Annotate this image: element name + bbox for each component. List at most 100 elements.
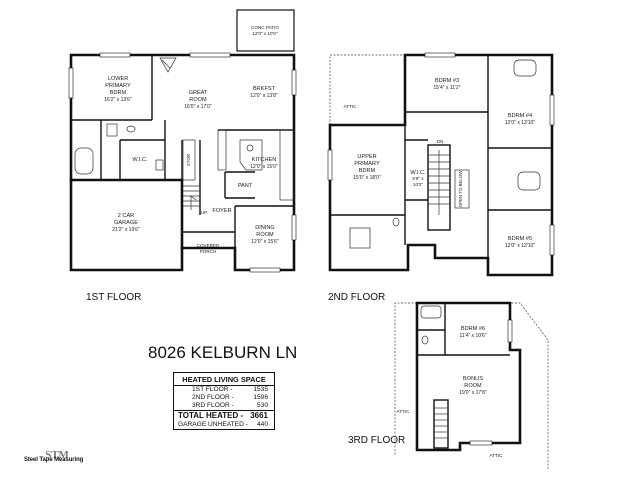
stair-3rd (433, 399, 449, 449)
third-floor-sqft-value: 530 (256, 402, 268, 409)
kitchen-counter-left (217, 129, 227, 171)
total-heated-label: TOTAL HEATED - (178, 411, 244, 420)
sink-1st (155, 159, 164, 171)
stair-dn-label: DN (437, 139, 444, 144)
second-floor-sqft-label: 2ND FLOOR - (192, 394, 234, 401)
stor-name: STOR (186, 154, 191, 166)
garage-unheated-row: GARAGE UNHEATED - 440 (174, 421, 274, 429)
attic-3rd-left-name: ATTIC (397, 409, 411, 414)
bdrm4-dim: 12'0" x 13'10" (505, 120, 535, 126)
shower-2nd (349, 227, 371, 249)
open-to-below-label: OPEN TO BELOW (458, 170, 463, 208)
attic-3rd-bottom-name: ATTIC (490, 453, 504, 458)
bonus-room-name2: ROOM (464, 383, 482, 389)
wic-2nd-dim2: 10'2" (413, 182, 424, 187)
third-floor-plan (394, 301, 549, 470)
great-room-dim: 16'0" x 17'0" (184, 104, 212, 110)
bathtub-1st (74, 147, 94, 175)
stair-2nd (427, 144, 451, 231)
open-to-below-box (454, 169, 470, 209)
logo-mark-text: STM (46, 449, 68, 461)
brkfst-name: BRKFST (253, 86, 276, 92)
stor-closet (182, 139, 196, 181)
heated-living-space-table: HEATED LIVING SPACE 1ST FLOOR - 1535 2ND… (173, 372, 275, 430)
lower-primary-bdrm-name1: LOWER (108, 76, 129, 82)
toilet-1st (126, 125, 136, 133)
kitchen-island (239, 139, 263, 171)
garage-unheated-value: 440 (256, 421, 268, 428)
third-floor-sqft-row: 3RD FLOOR - 530 (174, 402, 274, 410)
covered-porch-name2: PORCH (200, 249, 217, 254)
garage-dim: 21'2" x 19'6" (112, 227, 140, 233)
third-floor-labels: BDRM #6 11'4" x 10'6" BONUS ROOM 19'0" x… (348, 326, 503, 458)
garage-unheated-label: GARAGE UNHEATED - (178, 421, 248, 428)
conc-patio-dim: 12'0" x 10'0" (252, 31, 278, 36)
kitchen-name: KITCHEN (252, 157, 277, 163)
first-floor-sqft-value: 1535 (253, 386, 268, 393)
second-floor-sqft-row: 2ND FLOOR - 1596 (174, 394, 274, 402)
bdrm6-name: BDRM #6 (461, 326, 485, 332)
kitchen-dim: 12'0" x 15'0" (250, 164, 278, 170)
totals-section: TOTAL HEATED - 3661 GARAGE UNHEATED - 44… (174, 410, 274, 429)
stm-logo-mark: STM (46, 449, 68, 461)
great-room-name1: GREAT (189, 90, 208, 96)
fireplace (159, 57, 177, 73)
third-floor-exterior-wall (415, 301, 522, 452)
kitchen-counter-right (279, 129, 295, 201)
stair-up-label: UP (201, 210, 207, 215)
dining-room-dim: 12'0" x 15'6" (251, 239, 279, 245)
attic-outline-3rd-left (394, 302, 417, 455)
toilet-3rd (421, 335, 429, 345)
foyer-name: FOYER (212, 208, 231, 214)
wic-2nd-dim1: 5'8" x (412, 176, 424, 181)
first-floor-plan (68, 9, 297, 273)
bdrm5-dim: 12'0" x 13'10" (505, 243, 535, 249)
bdrm3-dim: 15'4" x 11'2" (433, 85, 460, 91)
company-logo: STM Steel Tape Measuring (24, 447, 94, 469)
dining-room-name2: ROOM (256, 232, 274, 238)
bonus-room-dim: 19'0" x 17'8" (459, 390, 487, 396)
third-floor-label: 3RD FLOOR (348, 435, 405, 446)
first-floor-sqft-label: 1ST FLOOR - (192, 386, 233, 393)
total-heated-value: 3661 (250, 411, 268, 420)
tub-2nd (517, 171, 541, 191)
stair-treads-3rd (434, 407, 448, 439)
covered-porch-name1: COVERED (197, 243, 220, 248)
logo-text: Steel Tape Measuring (24, 457, 84, 463)
lower-primary-bdrm-name2: PRIMARY (105, 83, 131, 89)
bonus-room-name1: BONUS (463, 376, 483, 382)
garage-name1: 2 CAR (118, 213, 134, 219)
property-address: 8026 KELBURN LN (148, 343, 297, 362)
lower-primary-bdrm-name3: BDRM (110, 90, 127, 96)
upper-primary-name2: PRIMARY (354, 161, 380, 167)
vanity-1st (106, 123, 118, 137)
dining-room-name1: DINING (255, 225, 275, 231)
attic-2nd-name: ATTIC (344, 104, 358, 109)
second-floor-labels: ATTIC BDRM #3 15'4" x 11'2" BDRM #4 12'0… (328, 78, 535, 303)
bdrm4-name: BDRM #4 (508, 113, 532, 119)
upper-primary-name1: UPPER (357, 154, 376, 160)
second-floor-plan (327, 52, 555, 277)
bdrm6-dim: 11'4" x 10'6" (459, 333, 486, 339)
brkfst-dim: 12'0" x 13'8" (250, 93, 278, 99)
patio-outline (236, 9, 295, 52)
bdrm5-name: BDRM #5 (508, 236, 532, 242)
tub-3rd (420, 305, 442, 319)
second-floor-label: 2ND FLOOR (328, 292, 385, 303)
stair-up-arrow (190, 195, 197, 210)
first-floor-labels: CONC PATIO 12'0" x 10'0" LOWER PRIMARY B… (86, 25, 279, 303)
upper-primary-name3: BDRM (359, 168, 376, 174)
third-floor-sqft-label: 3RD FLOOR - (192, 402, 234, 409)
upper-primary-dim: 15'0" x 18'0" (353, 175, 381, 181)
first-floor-sqft-row: 1ST FLOOR - 1535 (174, 386, 274, 394)
total-heated-row: TOTAL HEATED - 3661 (174, 411, 274, 421)
garage-name2: GARAGE (114, 220, 138, 226)
second-floor-sqft-value: 1596 (253, 394, 268, 401)
heated-living-space-title: HEATED LIVING SPACE (174, 373, 274, 386)
bdrm3-name: BDRM #3 (435, 78, 459, 84)
attic-outline-3rd (417, 302, 549, 470)
pantry-name: PANT (238, 183, 253, 189)
toilet-2nd (392, 217, 400, 227)
attic-outline-2nd (329, 54, 410, 125)
